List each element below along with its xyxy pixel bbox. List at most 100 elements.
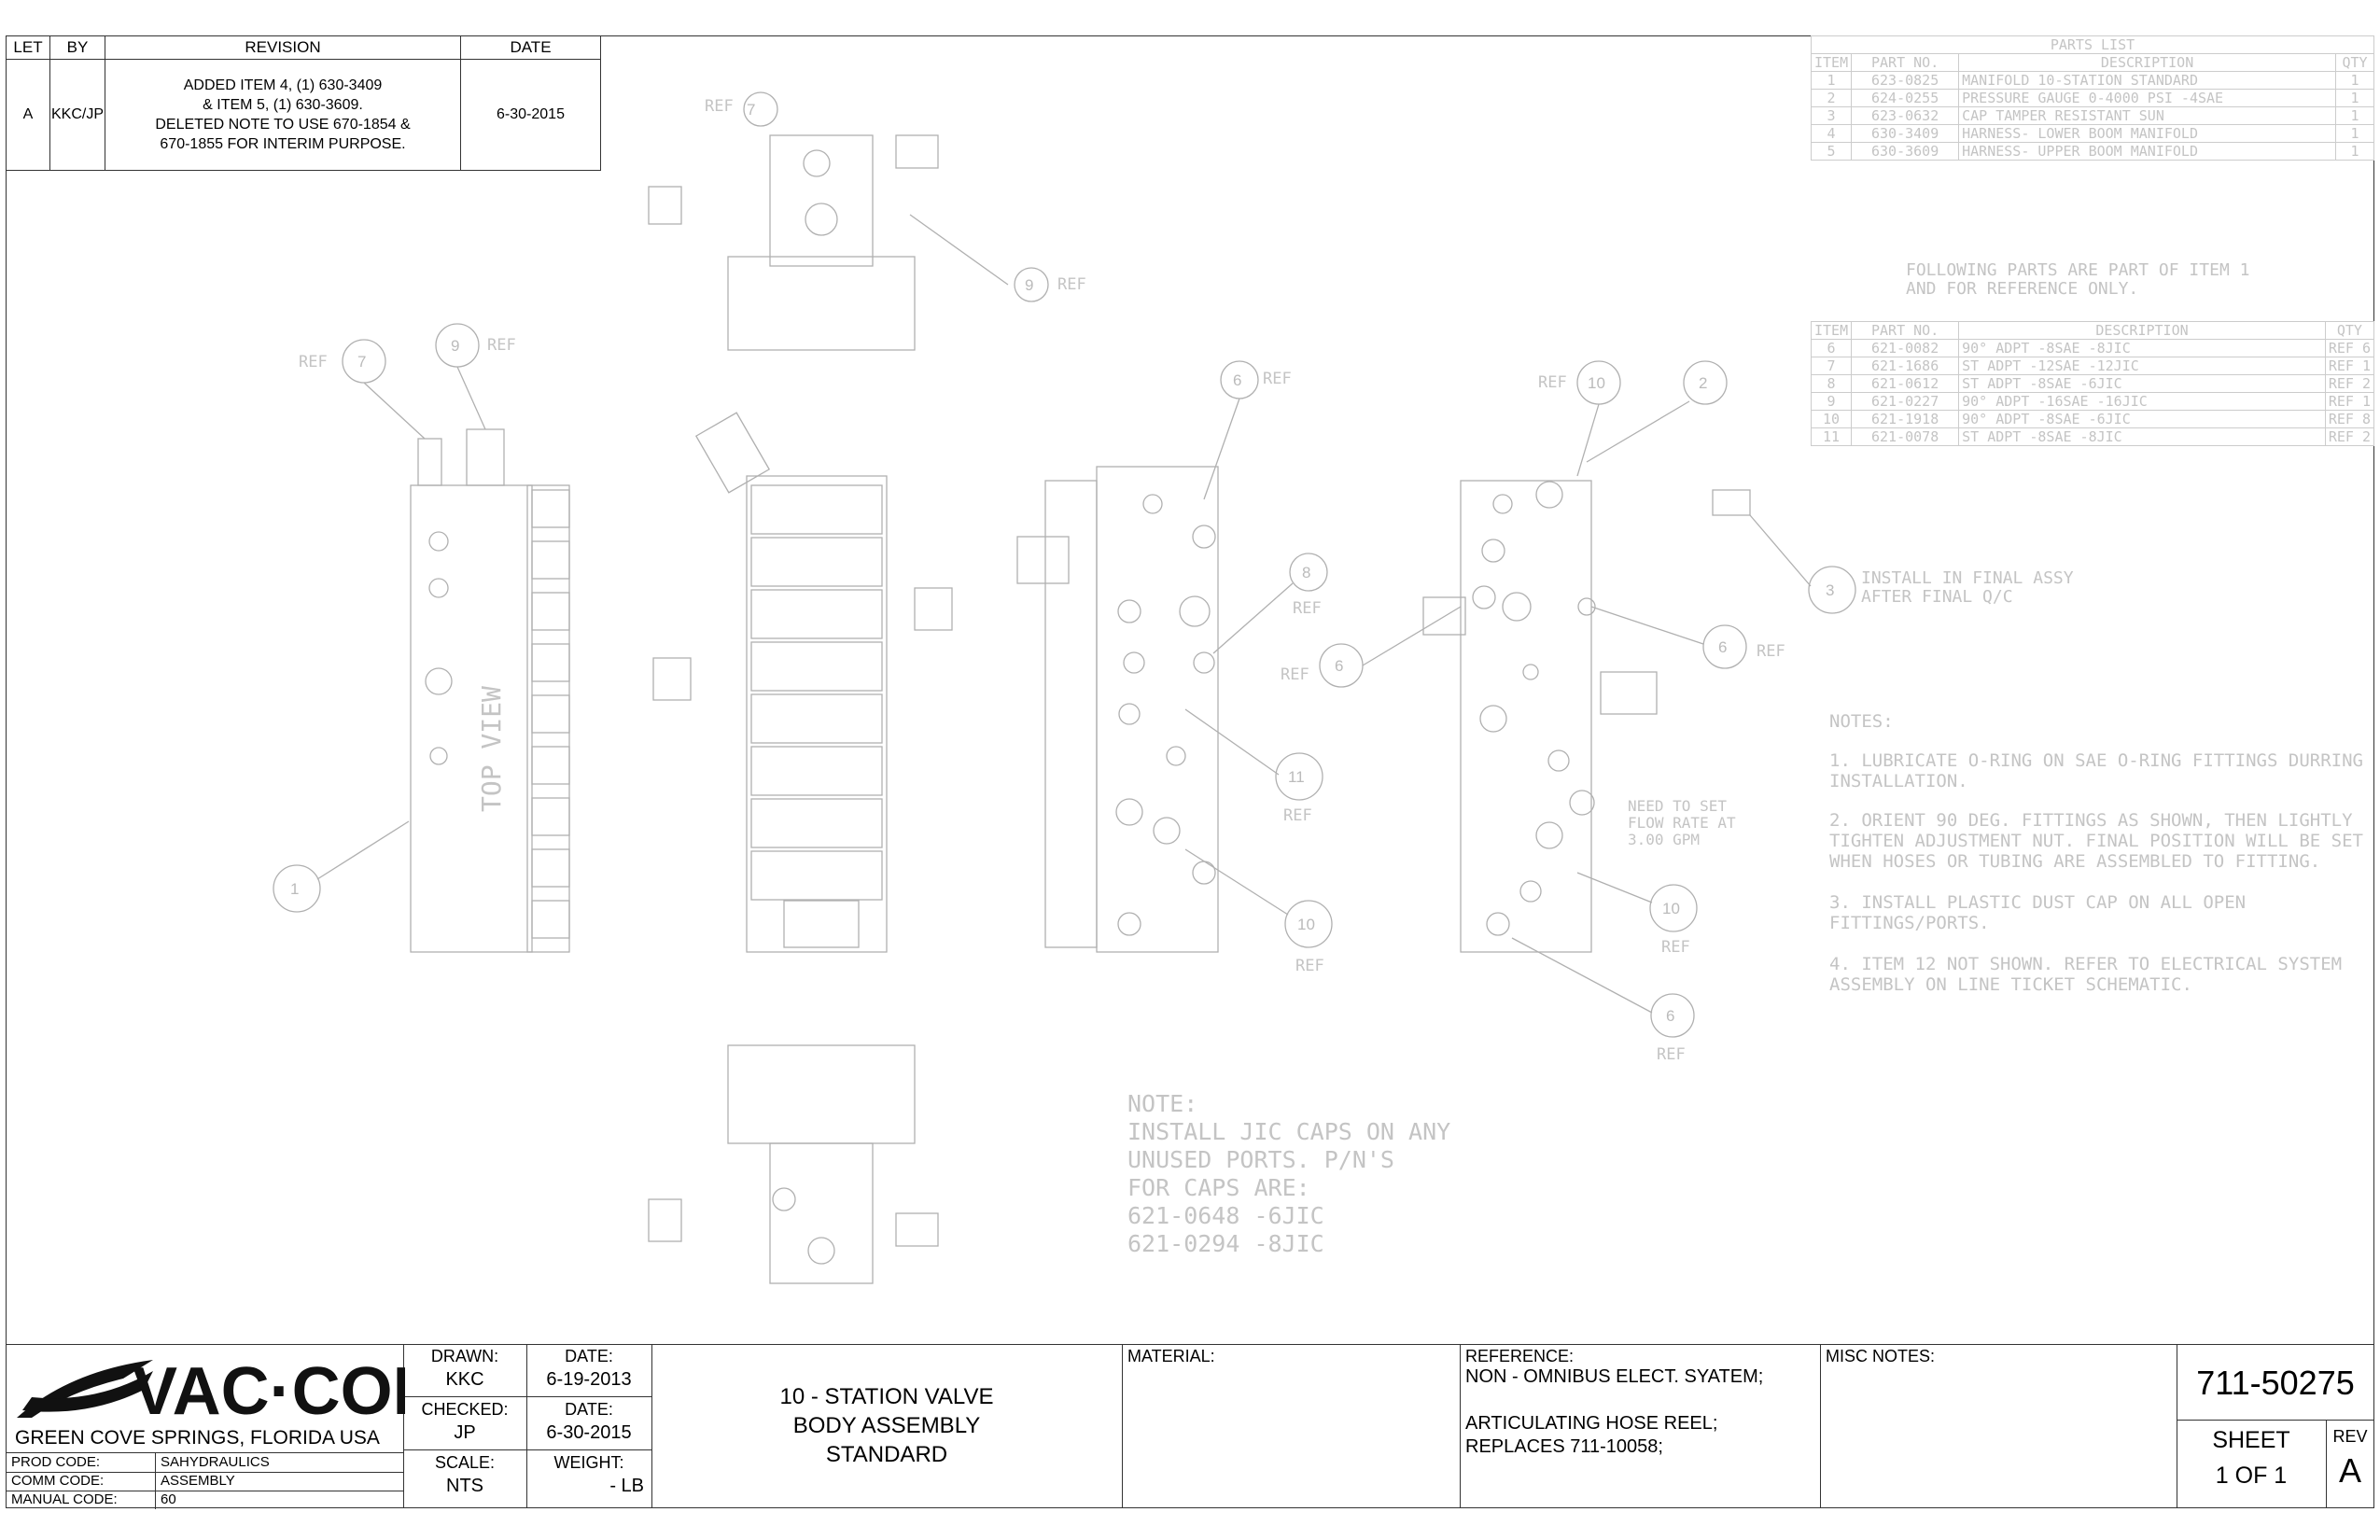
ref-label: REF [1295,957,1324,975]
pl-cell: 623-0632 [1851,106,1960,125]
balloon-8: 8 [1302,564,1310,581]
material-label: MATERIAL: [1127,1347,1215,1365]
rp-h-part: PART NO. [1851,321,1960,340]
revision-block: LET BY REVISION DATE A KKC/JP ADDED ITEM… [6,35,601,171]
balloon-1: 1 [290,880,299,898]
sheet-value: 1 OF 1 [2215,1463,2288,1489]
flow-rate-note: NEED TO SET FLOW RATE AT 3.00 GPM [1628,797,1736,848]
pl-cell: PRESSURE GAUGE 0-4000 PSI -4SAE [1958,89,2336,107]
balloon-10a: 10 [1297,916,1315,933]
rp-h-qty: QTY [2324,321,2375,340]
rp-cell: REF 2 [2324,374,2375,393]
pl-cell: 1 [2335,142,2374,161]
prod-code-value: SAHYDRAULICS [161,1454,270,1470]
drawn-date: 6-19-2013 [546,1369,632,1390]
ref-label: REF [1538,373,1567,392]
rp-h-desc: DESCRIPTION [1958,321,2326,340]
reference-parts-note: FOLLOWING PARTS ARE PART OF ITEM 1 AND F… [1906,260,2250,299]
weight-value: - LB [609,1476,644,1496]
rp-cell: 621-0612 [1851,374,1960,393]
balloon-2: 2 [1699,374,1707,392]
balloon-10c: 10 [1662,900,1680,917]
scale-value: NTS [446,1476,483,1496]
drawn-value: KKC [445,1369,484,1390]
rev-description: ADDED ITEM 4, (1) 630-3409 & ITEM 5, (1)… [105,59,461,171]
balloon-11: 11 [1288,768,1305,786]
ref-label: REF [1263,370,1292,388]
jic-cap-note: NOTE: INSTALL JIC CAPS ON ANY UNUSED POR… [1127,1090,1451,1257]
reference-text: NON - OMNIBUS ELECT. SYATEM; ARTICULATIN… [1465,1366,1764,1457]
rev-date: 6-30-2015 [460,59,601,171]
pl-cell: 624-0255 [1851,89,1960,107]
pl-h-qty: QTY [2335,53,2374,72]
balloon-9-top: 9 [1025,276,1033,294]
rp-cell: REF 6 [2324,339,2375,357]
checked-label: CHECKED: [421,1400,509,1419]
misc-notes-label: MISC NOTES: [1826,1347,1936,1365]
balloon-7-top: 7 [747,101,755,119]
balloon-10b: 10 [1588,374,1605,392]
rp-cell: 10 [1810,410,1853,428]
note-2: 2. ORIENT 90 DEG. FITTINGS AS SHOWN, THE… [1829,810,2363,872]
ref-label: REF [1661,938,1690,957]
sheet-label: SHEET [2212,1427,2290,1453]
rev-header-by: BY [49,35,105,60]
solenoid-column [531,489,570,939]
note-1: 1. LUBRICATE O-RING ON SAE O-RING FITTIN… [1829,750,2363,791]
balloon-6d: 6 [1666,1007,1674,1025]
note-4: 4. ITEM 12 NOT SHOWN. REFER TO ELECTRICA… [1829,954,2343,995]
company-location: GREEN COVE SPRINGS, FLORIDA USA [15,1427,380,1449]
install-note: INSTALL IN FINAL ASSY AFTER FINAL Q/C [1861,568,2074,607]
rp-cell: REF 2 [2324,427,2375,446]
balloon-7: 7 [357,353,366,371]
drawn-label: DRAWN: [430,1347,499,1365]
rp-cell: 9 [1810,392,1853,411]
rp-cell: ST ADPT -8SAE -8JIC [1958,427,2326,446]
checked-date: 6-30-2015 [546,1422,632,1443]
scale-label: SCALE: [434,1453,496,1472]
comm-code-label: COMM CODE: [11,1473,105,1489]
manual-code-label: MANUAL CODE: [11,1491,118,1507]
checked-value: JP [454,1422,476,1443]
ref-label: REF [487,336,516,355]
rp-cell: REF 8 [2324,410,2375,428]
ref-label: REF [299,353,328,371]
weight-label: WEIGHT: [553,1453,624,1472]
rp-cell: 621-0078 [1851,427,1960,446]
pl-cell: HARNESS- UPPER BOOM MANIFOLD [1958,142,2336,161]
prod-code-label: PROD CODE: [11,1454,101,1470]
notes-title: NOTES: [1829,711,1894,732]
pl-cell: MANIFOLD 10-STATION STANDARD [1958,71,2336,90]
title-block: VAC·CON GREEN COVE SPRINGS, FLORIDA USA … [6,1344,2374,1509]
pl-h-item: ITEM [1810,53,1853,72]
balloon-6b: 6 [1335,657,1343,675]
parts-list: PARTS LIST ITEM PART NO. DESCRIPTION QTY… [1810,35,2374,161]
ref-label: REF [1283,806,1312,825]
checked-date-label: DATE: [565,1400,613,1419]
drawing-number: 711-50275 [2196,1364,2355,1402]
pl-cell: 5 [1810,142,1853,161]
ref-label: REF [1293,599,1322,618]
ref-label: REF [1057,275,1086,294]
balloon-6c: 6 [1718,638,1727,656]
rev-let: A [6,59,50,171]
rp-cell: 11 [1810,427,1853,446]
rp-cell: 621-0082 [1851,339,1960,357]
manual-code-value: 60 [161,1491,176,1507]
vac-con-logo: VAC·CON [17,1354,405,1427]
drawing-title: 10 - STATION VALVE BODY ASSEMBLY STANDAR… [779,1384,994,1467]
ref-label: REF [1757,642,1785,661]
rev-value: A [2338,1451,2361,1490]
drawing-border [6,35,2374,1508]
pl-cell: 630-3609 [1851,142,1960,161]
ref-label: REF [1281,665,1309,684]
balloon-9: 9 [451,337,459,355]
